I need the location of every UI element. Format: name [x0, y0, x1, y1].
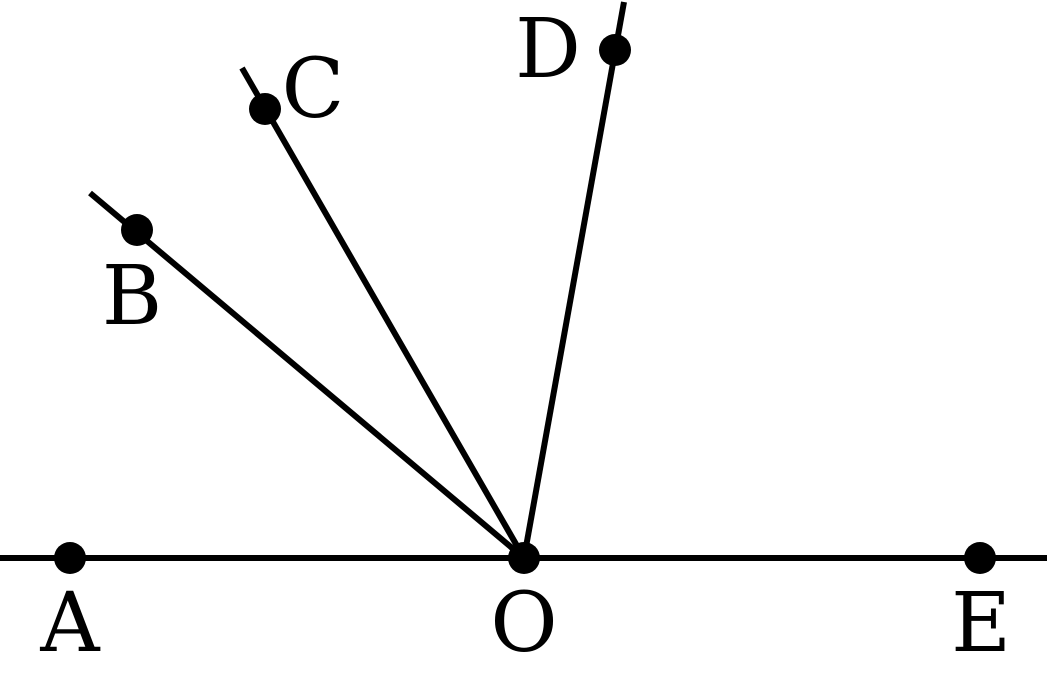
point-e [964, 542, 996, 574]
point-o [508, 542, 540, 574]
ray-od [521, 1, 627, 559]
point-d [599, 34, 631, 66]
label-o: O [490, 576, 557, 671]
point-b [121, 214, 153, 246]
label-c: C [282, 42, 345, 137]
label-b: B [102, 249, 162, 344]
label-e: E [951, 576, 1011, 671]
ray-ob [88, 190, 526, 561]
point-a [54, 542, 86, 574]
ray-oc [239, 66, 527, 560]
point-c [249, 93, 281, 125]
label-a: A [39, 576, 101, 671]
label-d: D [515, 2, 581, 97]
